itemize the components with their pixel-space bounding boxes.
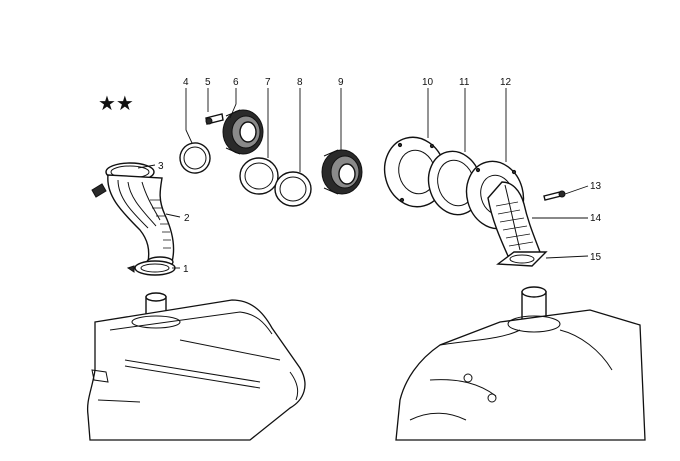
label-part-14: 14 (590, 213, 602, 224)
part-6-filler-cap (222, 109, 264, 155)
part-14-filler-hose (487, 181, 541, 257)
label-part-10: 10 (422, 77, 434, 88)
label-part-7: 7 (265, 77, 271, 88)
part-7-gasket-ring (239, 157, 279, 195)
label-part-12: 12 (500, 77, 512, 88)
label-part-9: 9 (338, 77, 344, 88)
part-labels: 1 2 3 4 5 6 7 8 9 10 11 12 13 14 15 (158, 77, 602, 275)
label-part-2: 2 (184, 213, 190, 224)
part-9-filler-cap (321, 149, 363, 195)
label-part-1: 1 (183, 264, 189, 275)
label-part-6: 6 (233, 77, 239, 88)
label-part-4: 4 (183, 77, 189, 88)
double-star-marker: ★★ (98, 91, 134, 115)
label-part-5: 5 (205, 77, 211, 88)
part-8-gasket-ring (274, 171, 312, 207)
part-15-lower-clamp (496, 251, 548, 267)
leader-lines (137, 88, 589, 269)
label-part-3: 3 (158, 161, 164, 172)
label-part-15: 15 (590, 252, 602, 263)
part-2-filler-hose (107, 174, 175, 268)
label-part-8: 8 (297, 77, 303, 88)
part-1-lower-clamp (126, 260, 176, 276)
right-fuel-tank (395, 309, 646, 441)
label-part-11: 11 (459, 77, 470, 88)
part-5-pin (205, 113, 224, 125)
part-4-seal-ring (179, 142, 211, 174)
left-fuel-tank (86, 299, 306, 441)
label-part-13: 13 (590, 181, 602, 192)
part-13-screw (543, 190, 566, 201)
